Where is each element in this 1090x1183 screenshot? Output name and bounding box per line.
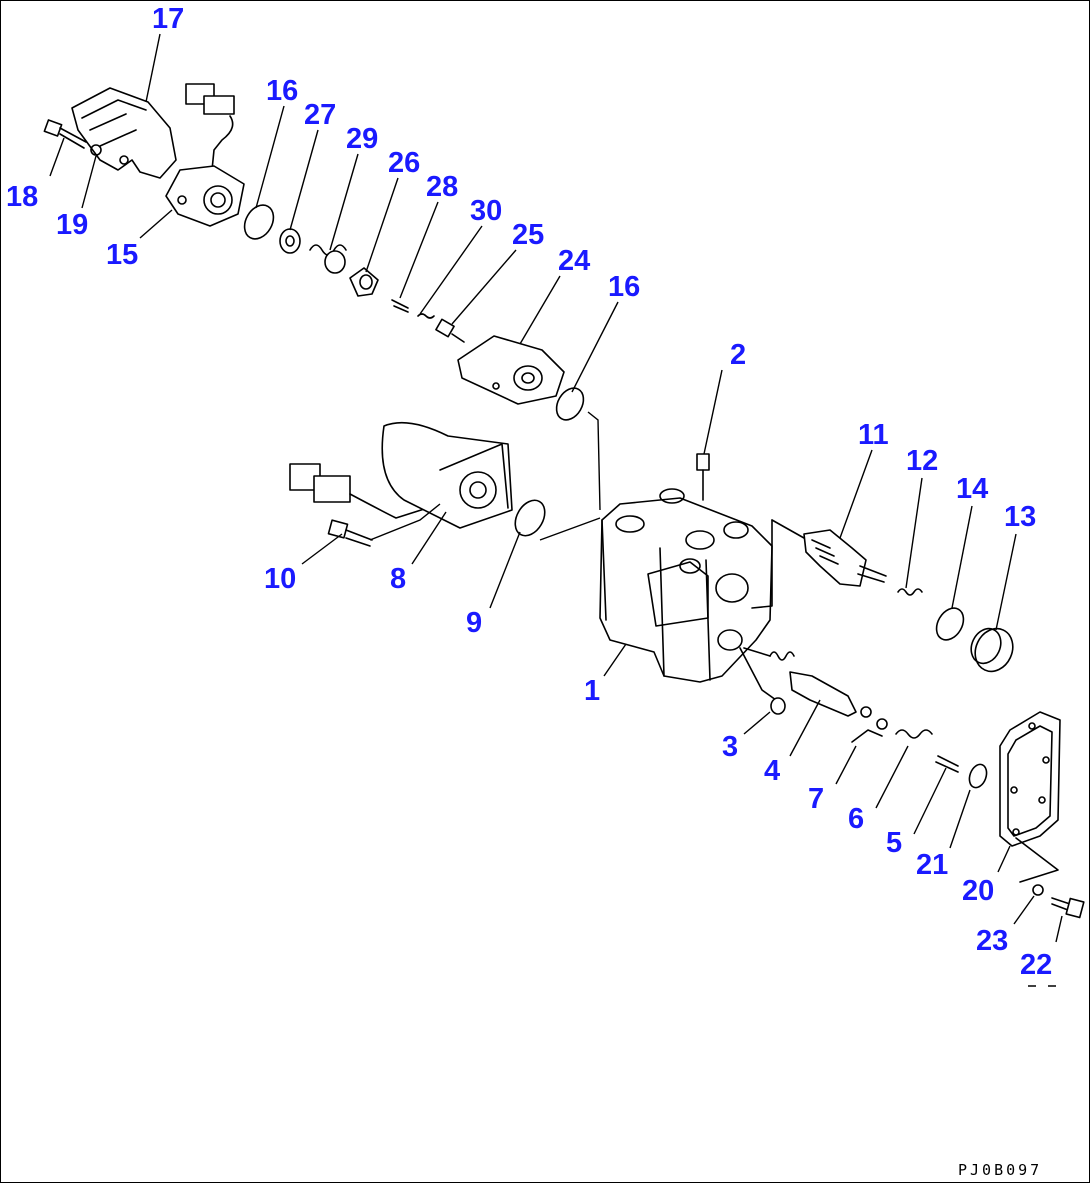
callout-26: 26 — [388, 147, 420, 179]
drawing-code: PJ0B097 — [958, 1161, 1042, 1179]
callout-16: 16 — [608, 271, 640, 303]
part-9-oring — [514, 499, 546, 537]
callout-12: 12 — [906, 445, 938, 477]
leader-lines — [49, 33, 1063, 943]
parts-drawing — [43, 83, 1085, 919]
callout-8: 8 — [390, 563, 406, 595]
part-23-washer — [1015, 837, 1059, 896]
part-21-oring — [968, 763, 988, 789]
part-13-plug — [970, 627, 1014, 673]
part-16-oring-lower — [555, 387, 585, 421]
callout-30: 30 — [470, 195, 502, 227]
part-15-valve — [165, 83, 245, 227]
callout-29: 29 — [346, 123, 378, 155]
part-18-bolt — [43, 119, 87, 149]
callout-19: 19 — [56, 209, 88, 241]
part-24-solenoid — [457, 335, 565, 405]
part-7 — [851, 706, 888, 743]
callout-5: 5 — [886, 827, 902, 859]
part-19-washer — [90, 144, 102, 156]
part-17-bracket — [71, 87, 177, 179]
part-4-spool — [743, 647, 857, 717]
callout-labels: 17 16 27 29 26 28 30 25 24 16 18 19 15 2… — [6, 3, 1056, 987]
part-14-oring — [935, 607, 965, 641]
part-25 — [435, 318, 465, 343]
part-12-spring — [897, 588, 923, 596]
part-8-solenoid — [289, 421, 513, 529]
callout-13: 13 — [1004, 501, 1036, 533]
callout-25: 25 — [512, 219, 544, 251]
part-29-spring — [309, 244, 347, 274]
callout-2: 2 — [730, 339, 746, 371]
callout-21: 21 — [916, 849, 948, 881]
callout-18: 18 — [6, 181, 38, 213]
part-5-pin — [935, 755, 959, 773]
callout-22: 22 — [1020, 949, 1052, 981]
part-30 — [417, 313, 435, 319]
part-16-oring-upper — [243, 204, 275, 240]
callout-4: 4 — [764, 755, 780, 787]
part-26 — [349, 267, 379, 297]
part-3 — [739, 647, 786, 715]
callout-16: 16 — [266, 75, 298, 107]
callout-27: 27 — [304, 99, 336, 131]
callout-10: 10 — [264, 563, 296, 595]
part-22-bolt — [1051, 897, 1085, 919]
callout-17: 17 — [152, 3, 184, 35]
callout-15: 15 — [106, 239, 138, 271]
callout-1: 1 — [584, 675, 600, 707]
part-1-valve-body — [599, 488, 773, 683]
callout-24: 24 — [558, 245, 590, 277]
callout-20: 20 — [962, 875, 994, 907]
callout-23: 23 — [976, 925, 1008, 957]
part-6-spring — [895, 729, 933, 739]
callout-7: 7 — [808, 783, 824, 815]
part-27 — [279, 228, 301, 254]
callout-11: 11 — [858, 419, 889, 451]
callout-14: 14 — [956, 473, 988, 505]
callout-28: 28 — [426, 171, 458, 203]
callout-6: 6 — [848, 803, 864, 835]
part-10-bolt — [327, 519, 373, 547]
part-28-pin — [391, 299, 409, 313]
part-2-plug — [696, 453, 710, 501]
callout-3: 3 — [722, 731, 738, 763]
part-11 — [751, 519, 887, 609]
callout-9: 9 — [466, 607, 482, 639]
part-20-cover — [999, 711, 1061, 847]
